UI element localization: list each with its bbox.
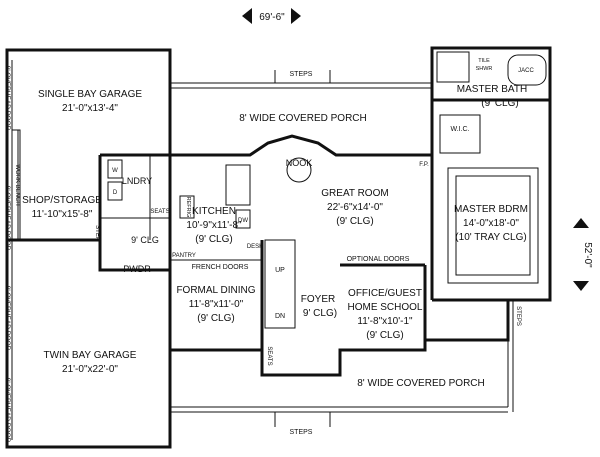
- kitchen-size: 10'-9"x11'-8": [186, 220, 242, 231]
- arrow-down-icon: [573, 281, 589, 291]
- desk-label: DESK: [247, 244, 263, 250]
- arrow-left-icon: [242, 8, 252, 24]
- porch-rails: [170, 70, 514, 427]
- master-bath-name: MASTER BATH: [457, 84, 527, 95]
- jacc-label: JACC: [518, 68, 534, 74]
- overall-width-marker: 69'-6": [242, 8, 301, 24]
- master-bdrm-size: 14'-0"x18'-0": [463, 218, 519, 229]
- nook-table: [286, 157, 312, 183]
- stair-up-label: UP: [275, 267, 285, 274]
- steps-bottom-label: STEPS: [290, 429, 313, 436]
- pantry-label: PANTRY: [172, 253, 196, 259]
- shop-name: SHOP/STORAGE: [22, 195, 102, 206]
- step-label: STEP: [94, 225, 100, 241]
- master-bdrm-name: MASTER BDRM: [454, 204, 528, 215]
- kitchen-island: [225, 164, 251, 206]
- dining-size: 11'-8"x11'-0": [189, 299, 244, 310]
- overhead-door-label-1: 9' OVERHEAD DOOR: [4, 66, 11, 131]
- stair: [264, 239, 296, 329]
- steps-right-label: STEPS: [515, 306, 521, 326]
- steps-top-label: STEPS: [290, 71, 313, 78]
- overhead-door-label-4: 9' OVERHEAD DOOR: [4, 378, 11, 443]
- office-line1: OFFICE/GUEST: [348, 288, 422, 299]
- dishwasher: [235, 209, 251, 229]
- shop-size: 11'-10"x15'-8": [32, 209, 93, 220]
- furnishings: [107, 157, 312, 329]
- overhead-door-label-3: 9' OVERHEAD DOOR: [4, 286, 11, 351]
- stair-dn-label: DN: [275, 313, 285, 320]
- laundry-name: LNDRY: [122, 176, 152, 186]
- overall-width-label: 69'-6": [259, 12, 285, 23]
- master-bdrm-clg: (10' TRAY CLG): [455, 232, 526, 243]
- arrow-right-icon: [291, 8, 301, 24]
- master-bath-clg: (9' CLG): [481, 98, 518, 109]
- dw-label: DW: [238, 218, 248, 224]
- dryer: [107, 181, 123, 201]
- front-porch-label: 8' WIDE COVERED PORCH: [357, 378, 484, 389]
- great-room-name: GREAT ROOM: [321, 188, 388, 199]
- refrig-label: REFRIG: [185, 197, 191, 218]
- house-walls: [98, 46, 552, 377]
- wic-name: W.I.C.: [450, 126, 469, 133]
- office-size: 11'-8"x10'-1": [357, 316, 413, 327]
- single-garage-name: SINGLE BAY GARAGE: [38, 89, 142, 100]
- seats-foyer-label: SEATS: [266, 346, 272, 365]
- french-doors-label: FRENCH DOORS: [192, 264, 249, 271]
- tile-label: TILE: [478, 58, 490, 64]
- twin-garage-size: 21'-0"x22'-0": [62, 364, 118, 375]
- powder-name: PWDR: [123, 264, 151, 274]
- work-bench-label: WORK BENCH: [14, 164, 20, 205]
- kitchen-name: KITCHEN: [192, 206, 236, 217]
- twin-garage-name: TWIN BAY GARAGE: [44, 350, 137, 361]
- fireplace-label: F.P.: [419, 162, 429, 168]
- washer-label: W: [112, 168, 118, 174]
- seats-left-label: SEATS: [150, 209, 169, 215]
- overall-depth-label: 52'-0": [582, 242, 593, 268]
- rear-porch-label: 8' WIDE COVERED PORCH: [239, 113, 366, 124]
- dryer-label: D: [113, 190, 118, 196]
- overhead-door-label-2: 9' OVERHEAD DOOR: [4, 186, 11, 251]
- overall-depth-marker: 52'-0": [573, 218, 593, 291]
- shower-label: SHWR: [476, 66, 493, 72]
- foyer-name: FOYER: [301, 294, 335, 305]
- refrigerator: [179, 195, 195, 219]
- kitchen-clg: (9' CLG): [195, 234, 232, 245]
- washer: [107, 159, 123, 179]
- dining-name: FORMAL DINING: [176, 285, 255, 296]
- optional-doors-label: OPTIONAL DOORS: [347, 256, 410, 263]
- great-room-clg: (9' CLG): [336, 216, 373, 227]
- great-room-size: 22'-6"x14'-0": [327, 202, 383, 213]
- office-clg: (9' CLG): [366, 330, 403, 341]
- foyer-clg: 9' CLG): [303, 308, 337, 319]
- nook-name: NOOK: [286, 158, 313, 168]
- office-line2: HOME SCHOOL: [347, 302, 422, 313]
- single-garage-size: 21'-0"x13'-4": [62, 103, 118, 114]
- laundry-clg: 9' CLG: [131, 235, 159, 245]
- arrow-up-icon: [573, 218, 589, 228]
- dining-clg: (9' CLG): [197, 313, 234, 324]
